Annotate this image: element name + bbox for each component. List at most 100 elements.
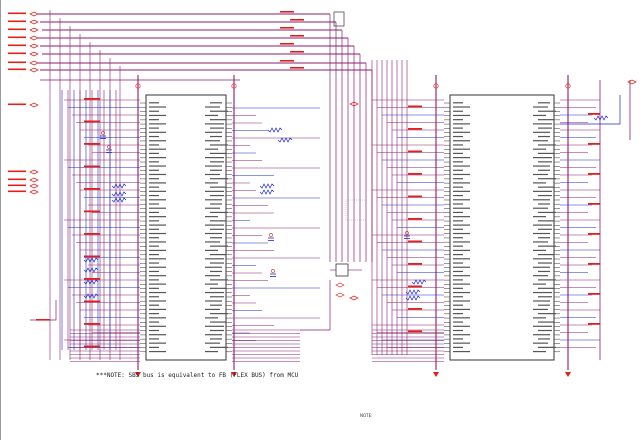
resistor-icon	[83, 293, 99, 299]
pin-name-mark	[149, 216, 166, 218]
pin-name-mark	[453, 199, 470, 201]
pin-name-mark	[210, 194, 224, 197]
connector-arrow-icon	[29, 60, 39, 66]
pin-name-mark	[149, 148, 166, 150]
resistor-icon	[267, 127, 283, 133]
pin-name-mark	[453, 245, 463, 247]
pin-name-mark	[538, 178, 556, 180]
net-label-mark	[8, 184, 26, 187]
resistor-icon	[405, 295, 421, 301]
pin-name-mark	[205, 182, 218, 184]
pin-name-mark	[205, 241, 220, 243]
pin-name-mark	[453, 186, 463, 188]
pin-name-mark	[533, 232, 550, 235]
pin-name-mark	[149, 194, 159, 197]
pin-name-mark	[533, 275, 548, 277]
net-label-mark	[8, 103, 26, 106]
pin-name-mark	[149, 211, 159, 214]
pin-name-mark	[533, 258, 552, 260]
connector-arrow-icon	[349, 295, 359, 301]
pin-name-mark	[149, 338, 159, 340]
pin-name-mark	[533, 182, 546, 184]
net-label-mark	[280, 60, 294, 62]
net-label-mark	[8, 61, 26, 64]
pin-name-mark	[205, 317, 218, 319]
pin-name-mark	[533, 342, 548, 344]
pin-name-mark	[453, 258, 470, 260]
connector-arrow-icon	[627, 79, 637, 85]
pin-name-mark	[149, 283, 166, 285]
pin-name-mark	[210, 161, 224, 163]
pin-name-mark	[453, 329, 463, 332]
connector-arrow-icon	[29, 51, 39, 57]
net-label-mark	[408, 173, 422, 175]
footnote-title: NOTE:	[360, 413, 373, 418]
bottom-wire	[300, 280, 331, 331]
test-point-icon	[271, 269, 275, 273]
pin-name-mark	[205, 249, 218, 251]
net-label-mark	[280, 11, 294, 13]
pin-name-mark	[205, 207, 220, 209]
power-pin-icon	[565, 83, 571, 89]
pin-name-mark	[149, 203, 159, 205]
test-point-icon	[101, 131, 105, 135]
pin-name-mark	[453, 207, 470, 209]
pin-name-mark	[453, 346, 463, 348]
pin-name-mark	[453, 102, 463, 104]
pin-name-mark	[533, 249, 546, 251]
pin-name-mark	[210, 279, 228, 281]
pin-name-mark	[205, 106, 220, 108]
pin-name-mark	[453, 270, 463, 273]
net-label-mark	[84, 255, 100, 258]
pin-name-mark	[210, 296, 224, 298]
pin-name-mark	[210, 178, 228, 180]
pin-name-mark	[533, 114, 546, 117]
pin-name-mark	[210, 237, 222, 239]
pin-name-mark	[453, 169, 463, 171]
pin-name-mark	[538, 329, 552, 332]
pin-name-mark	[205, 131, 222, 133]
pin-name-mark	[533, 165, 550, 167]
pin-name-mark	[538, 127, 552, 129]
resistor-icon	[83, 279, 99, 285]
pin-name-mark	[210, 119, 226, 121]
pin-name-mark	[149, 266, 166, 268]
pin-name-mark	[149, 144, 159, 146]
pin-name-mark	[453, 203, 463, 205]
pin-name-mark	[149, 241, 166, 243]
connector-arrow-icon	[29, 11, 39, 17]
pin-name-mark	[149, 308, 166, 311]
pin-name-mark	[210, 102, 222, 104]
pin-name-mark	[533, 199, 550, 201]
net-label-mark	[8, 178, 26, 181]
pin-name-mark	[149, 296, 159, 298]
ground-icon	[135, 372, 141, 377]
net-label-mark	[588, 263, 600, 265]
text-note-block	[345, 199, 367, 221]
pin-name-mark	[210, 220, 226, 222]
right-mcu-chip	[444, 94, 560, 361]
pin-name-mark	[453, 342, 470, 344]
net-label-mark	[8, 20, 26, 23]
pin-name-mark	[205, 148, 218, 150]
pin-name-mark	[533, 350, 546, 353]
left-mcu-chip	[135, 75, 571, 377]
resistor-icon	[83, 267, 99, 273]
pin-name-mark	[453, 350, 470, 353]
pin-name-mark	[453, 131, 470, 133]
pin-name-mark	[210, 228, 224, 230]
net-label-mark	[408, 195, 422, 198]
pin-name-mark	[453, 135, 463, 138]
net-label-mark	[588, 173, 600, 175]
pin-name-mark	[533, 308, 548, 311]
sbs-bus-note: ***NOTE: SBS bus is equivalent to FB (FL…	[96, 372, 299, 379]
pin-name-mark	[538, 152, 554, 154]
net-label-mark	[84, 233, 100, 235]
pin-name-mark	[533, 148, 546, 150]
pin-name-mark	[538, 287, 554, 289]
right-side-wires	[349, 60, 637, 360]
connector-arrow-icon	[29, 189, 39, 195]
pin-name-mark	[205, 291, 224, 294]
pin-name-mark	[453, 291, 470, 294]
pin-name-mark	[453, 148, 470, 150]
